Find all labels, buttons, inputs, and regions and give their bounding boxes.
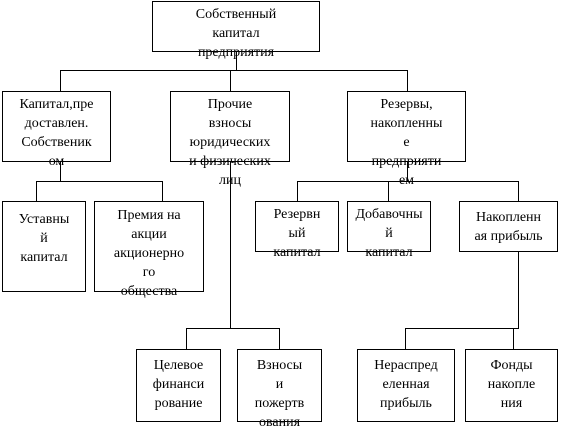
connector-line bbox=[162, 181, 163, 201]
branch-label: Резервы, накопленны е предприяти ем bbox=[370, 97, 443, 188]
connector-line bbox=[60, 70, 61, 91]
connector-line bbox=[518, 252, 519, 329]
connector-line bbox=[407, 70, 408, 91]
branch-node-owner-capital: Капитал,пре доставлен. Собственик ом bbox=[2, 91, 111, 169]
leaf-label: Нераспред еленная прибыль bbox=[374, 358, 438, 411]
leaf-label: Уставны й капитал bbox=[18, 212, 70, 265]
branch-node-other-contributions: Прочие взносы юридических и физических л… bbox=[170, 91, 290, 188]
leaf-node-share-premium: Премия на акции акционерно го общества bbox=[94, 201, 204, 299]
branch-label: Прочие взносы юридических и физических л… bbox=[189, 97, 271, 188]
connector-line bbox=[230, 161, 231, 329]
connector-line bbox=[236, 51, 237, 70]
leaf-node-accumulated-profit: Накопленн ая прибыль bbox=[459, 201, 558, 252]
connector-line bbox=[405, 328, 406, 349]
connector-line bbox=[297, 181, 298, 201]
leaf-node-targeted-financing: Целевое финанси рование bbox=[136, 349, 221, 422]
connector-line bbox=[407, 161, 408, 182]
branch-node-reserves: Резервы, накопленны е предприяти ем bbox=[347, 91, 466, 188]
root-node: Собственный капитал предприятия bbox=[152, 1, 320, 60]
leaf-node-reserve-capital: Резервн ый капитал bbox=[255, 201, 339, 260]
leaf-label: Добавочны й капитал bbox=[355, 207, 423, 260]
leaf-label: Взносы и пожертв ования bbox=[254, 358, 305, 430]
leaf-node-accumulation-funds: Фонды накопле ния bbox=[465, 349, 558, 422]
connector-line bbox=[60, 161, 61, 182]
connector-line bbox=[388, 181, 389, 201]
connector-line bbox=[186, 328, 187, 349]
leaf-node-contributions-donations: Взносы и пожертв ования bbox=[237, 349, 322, 430]
branch-label: Капитал,пре доставлен. Собственик ом bbox=[19, 97, 94, 169]
connector-line bbox=[518, 181, 519, 201]
connector-line bbox=[36, 181, 163, 182]
connector-line bbox=[60, 70, 408, 71]
leaf-node-additional-capital: Добавочны й капитал bbox=[347, 201, 431, 260]
connector-line bbox=[405, 328, 519, 329]
leaf-label: Фонды накопле ния bbox=[487, 358, 536, 411]
leaf-node-undistributed-profit: Нераспред еленная прибыль bbox=[357, 349, 455, 422]
connector-line bbox=[36, 181, 37, 201]
leaf-node-authorized-capital: Уставны й капитал bbox=[2, 201, 86, 292]
connector-line bbox=[513, 328, 514, 349]
connector-line bbox=[186, 328, 280, 329]
leaf-label: Накопленн ая прибыль bbox=[474, 210, 543, 244]
leaf-label: Премия на акции акционерно го общества bbox=[113, 208, 185, 299]
connector-line bbox=[297, 181, 519, 182]
leaf-label: Целевое финанси рование bbox=[152, 358, 205, 411]
leaf-label: Резервн ый капитал bbox=[273, 207, 321, 260]
connector-line bbox=[230, 70, 231, 91]
connector-line bbox=[279, 328, 280, 349]
root-label: Собственный капитал предприятия bbox=[195, 7, 277, 60]
